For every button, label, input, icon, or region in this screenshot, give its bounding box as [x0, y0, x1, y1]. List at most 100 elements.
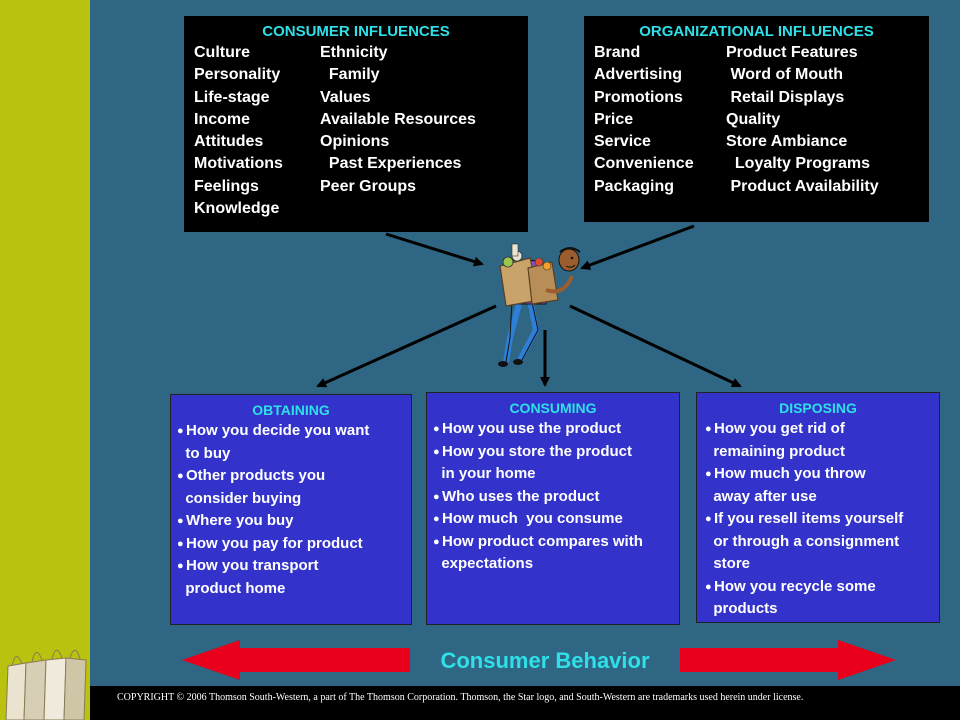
influence-item: Packaging — [594, 177, 675, 195]
activity-item: ●How you get rid of remaining product — [705, 418, 939, 463]
influence-item: Word of Mouth — [726, 66, 843, 84]
influence-item: Family — [320, 66, 380, 84]
activity-item-text: in your home — [433, 465, 536, 482]
arrow-organizational-to-shopper — [580, 224, 695, 270]
activity-item-text: product home — [177, 579, 286, 597]
activity-item-text: products — [705, 600, 778, 617]
influence-item: Service — [594, 133, 651, 151]
influence-item: Retail Displays — [726, 88, 845, 106]
consumer-behavior-label: Consumer Behavior — [440, 648, 650, 673]
influence-item: Promotions — [594, 88, 683, 106]
activity-item: ●How you decide you want to buy — [177, 420, 411, 465]
activity-item-text: How you use the product — [442, 420, 622, 437]
bullet-icon: ● — [705, 513, 712, 525]
influence-item: Motivations — [194, 155, 283, 173]
disposing-box: DISPOSING ●How you get rid of remaining … — [696, 392, 940, 623]
influence-row: Packaging Product Availability — [594, 176, 929, 198]
influence-row: Advertising Word of Mouth — [594, 64, 929, 86]
influence-item: Income — [194, 110, 251, 128]
activity-item-text: If you resell items yourself — [714, 510, 904, 527]
activity-item: ●How much you consume — [433, 508, 679, 531]
activity-item-text: How much you consume — [442, 510, 623, 527]
activity-item-text: How you recycle some — [714, 577, 876, 595]
bullet-icon: ● — [177, 560, 184, 572]
activity-item: ●How you recycle some products — [705, 576, 939, 621]
activity-item-text: How you transport — [186, 557, 319, 574]
influence-row: Motivations Past Experiences — [194, 153, 528, 175]
influence-row: Personality Family — [194, 64, 528, 86]
influence-row: Life-stage Values — [194, 87, 528, 109]
influence-item: Opinions — [320, 133, 390, 151]
influence-row: Promotions Retail Displays — [594, 87, 929, 109]
activity-item: ●How you use the product — [433, 418, 679, 441]
obtaining-list: ●How you decide you want to buy●Other pr… — [177, 420, 411, 600]
disposing-title: DISPOSING — [779, 400, 857, 416]
influence-item: Brand — [594, 44, 641, 61]
shopper-figure-icon — [498, 243, 581, 367]
activity-item-text: expectations — [433, 555, 534, 572]
arrow-consumer-to-shopper — [385, 232, 484, 267]
activity-item: ●If you resell items yourself or through… — [705, 508, 939, 576]
activity-item-text: How you get rid of — [714, 420, 845, 437]
activity-item-text: consider buying — [177, 489, 302, 507]
influence-item: Quality — [726, 110, 781, 128]
consumer-influences-title: CONSUMER INFLUENCES — [262, 23, 450, 40]
bullet-icon: ● — [433, 423, 440, 435]
influence-item: Loyalty Programs — [726, 155, 871, 173]
bullet-icon: ● — [433, 535, 440, 548]
influence-row: Attitudes Opinions — [194, 131, 528, 153]
bullet-icon: ● — [177, 537, 184, 550]
bullet-icon: ● — [433, 445, 440, 458]
influence-item: Price — [594, 110, 634, 128]
activity-item-text: or through a consignment — [705, 532, 900, 550]
activity-item: ●How you pay for product — [177, 533, 411, 556]
activity-item-text: How much you throw — [714, 465, 866, 482]
activity-item-text: How you store the product — [442, 442, 633, 460]
influence-item: Attitudes — [194, 133, 264, 151]
influence-item: Values — [320, 88, 371, 106]
influence-item: Feelings — [194, 177, 259, 195]
arrow-shopper-to-disposing — [569, 304, 742, 388]
activity-item: ●How you transport product home — [177, 555, 411, 600]
obtaining-title: OBTAINING — [252, 402, 330, 418]
activity-item-text: remaining product — [705, 442, 846, 460]
activity-item: ●Where you buy — [177, 510, 411, 533]
activity-item: ●How product compares with expectations — [433, 531, 679, 576]
footer-bar — [90, 686, 960, 720]
bullet-icon: ● — [433, 513, 440, 525]
activity-item-text: store — [705, 555, 751, 572]
consuming-title: CONSUMING — [509, 400, 597, 416]
influence-item: Knowledge — [194, 200, 280, 218]
influence-item: Life-stage — [194, 88, 270, 106]
activity-item-text: Other products you — [186, 467, 326, 484]
activity-item-text: away after use — [705, 487, 817, 505]
activity-item: ●Who uses the product — [433, 486, 679, 509]
disposing-list: ●How you get rid of remaining product●Ho… — [705, 418, 939, 621]
activity-item-text: to buy — [177, 444, 231, 462]
influence-row: Income Available Resources — [194, 109, 528, 131]
bullet-icon: ● — [177, 470, 184, 482]
influence-item: Product Availability — [726, 177, 879, 195]
copyright-notice: COPYRIGHT © 2006 Thomson South-Western, … — [117, 692, 804, 703]
bullet-icon: ● — [705, 468, 712, 480]
activity-item-text: How product compares with — [442, 532, 643, 550]
influence-item: Available Resources — [320, 110, 476, 128]
consuming-list: ●How you use the product●How you store t… — [433, 418, 679, 576]
influence-item: Culture — [194, 44, 250, 61]
influence-item: Convenience — [594, 155, 694, 173]
bullet-icon: ● — [177, 425, 184, 437]
activity-item-text: Who uses the product — [442, 487, 600, 505]
influence-item: Personality — [194, 66, 281, 84]
activity-item-text: How you decide you want — [186, 422, 370, 439]
arrow-shopper-to-obtaining — [316, 304, 497, 388]
bullet-icon: ● — [433, 490, 440, 503]
bullet-icon: ● — [177, 515, 184, 527]
obtaining-box: OBTAINING ●How you decide you want to bu… — [170, 394, 412, 625]
